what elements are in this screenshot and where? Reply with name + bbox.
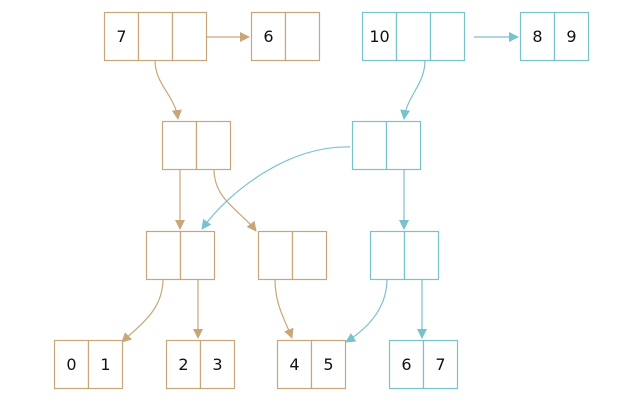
node-tan-root-cell-1 — [137, 11, 174, 62]
node-leaf-45-value-1: 5 — [323, 355, 333, 374]
node-tan-leaf-top: 6 — [250, 11, 321, 62]
node-leaf-45-value-0: 4 — [289, 355, 299, 374]
node-leaf-01-value-0: 0 — [66, 355, 76, 374]
node-tan-leaf-top-value-0: 6 — [263, 27, 273, 46]
node-tan-leaf-top-cell-1 — [284, 11, 321, 62]
node-tan-mid-cell-0 — [161, 120, 198, 171]
node-teal-root-cell-1 — [395, 11, 432, 62]
node-teal-leaf-top-cell-1 — [553, 11, 590, 62]
node-teal-mid — [351, 120, 422, 171]
node-tan-l3-b — [257, 230, 328, 281]
edge-teal-l3-to-leaf-45 — [345, 278, 388, 343]
node-leaf-67-value-1: 7 — [435, 355, 445, 374]
node-teal-l3-cell-1 — [403, 230, 440, 281]
node-tan-leaf-top-cell-0 — [250, 11, 287, 62]
node-leaf-01-cell-1 — [87, 339, 124, 390]
node-teal-root-cell-2 — [429, 11, 466, 62]
node-leaf-01-value-1: 1 — [100, 355, 110, 374]
node-tan-mid-cell-1 — [195, 120, 232, 171]
node-teal-root-value-0: 10 — [369, 27, 389, 46]
node-teal-mid-cell-1 — [385, 120, 422, 171]
node-leaf-67-cell-1 — [422, 339, 459, 390]
node-tan-root-cell-0 — [103, 11, 140, 62]
node-leaf-01-cell-0 — [53, 339, 90, 390]
edges-layer — [121, 32, 519, 343]
edge-teal-root-to-teal-mid — [400, 59, 426, 120]
node-teal-leaf-top-value-0: 8 — [532, 27, 542, 46]
node-teal-leaf-top-cell-0 — [519, 11, 556, 62]
node-teal-l3-cell-0 — [369, 230, 406, 281]
node-tan-root-value-0: 7 — [116, 27, 126, 46]
node-teal-l3 — [369, 230, 440, 281]
node-teal-root: 10 — [361, 11, 466, 62]
node-leaf-23-value-0: 2 — [178, 355, 188, 374]
edge-teal-mid-to-tan-l3-a — [201, 146, 351, 230]
node-leaf-67-value-0: 6 — [401, 355, 411, 374]
node-tan-root-cell-2 — [171, 11, 208, 62]
node-tan-mid — [161, 120, 232, 171]
edge-tan-l3-a-to-leaf-01 — [121, 278, 164, 343]
node-tan-root: 7 — [103, 11, 208, 62]
node-teal-mid-cell-0 — [351, 120, 388, 171]
edge-tan-root-to-tan-mid — [154, 59, 182, 120]
node-teal-leaf-top-value-1: 9 — [566, 27, 576, 46]
node-tan-l3-a — [145, 230, 216, 281]
node-tan-l3-b-cell-0 — [257, 230, 294, 281]
node-tan-l3-b-cell-1 — [291, 230, 328, 281]
node-tan-l3-a-cell-1 — [179, 230, 216, 281]
edge-tan-l3-b-to-leaf-45 — [274, 278, 294, 339]
edge-tan-mid-to-tan-l3-b — [213, 168, 257, 232]
node-teal-root-cell-0 — [361, 11, 398, 62]
node-leaf-23-value-1: 3 — [212, 355, 222, 374]
node-leaf-23-cell-1 — [199, 339, 236, 390]
node-tan-l3-a-cell-0 — [145, 230, 182, 281]
node-leaf-45-cell-1 — [310, 339, 347, 390]
